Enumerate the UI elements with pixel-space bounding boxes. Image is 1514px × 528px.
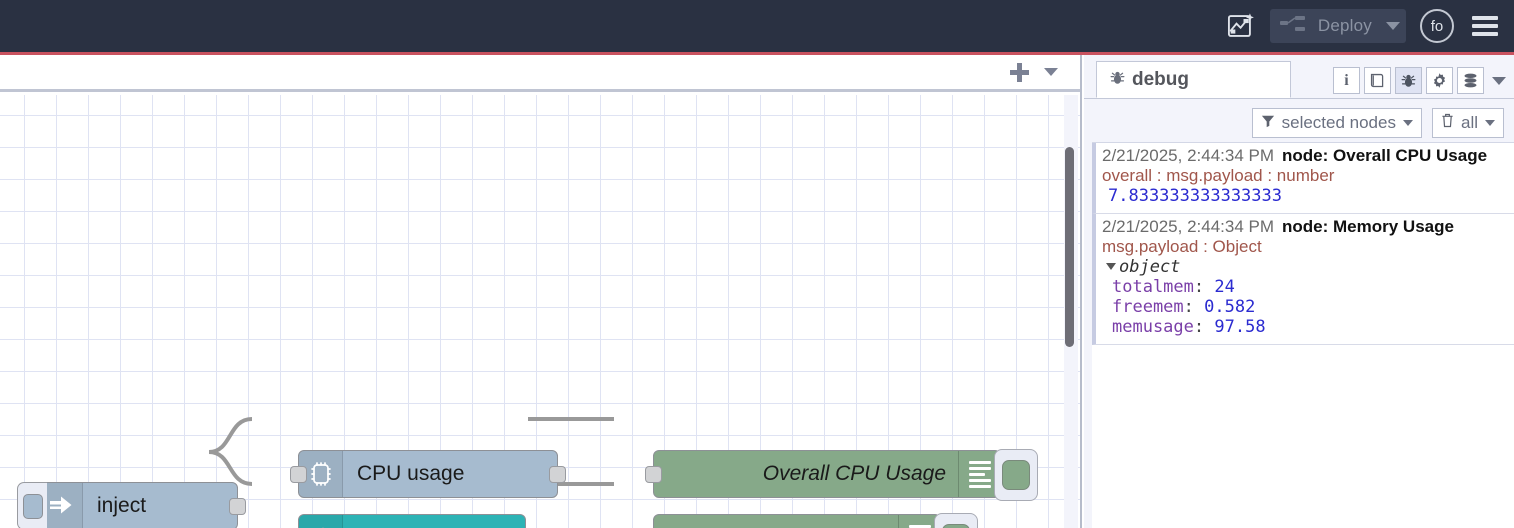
info-icon[interactable]: i — [1333, 67, 1360, 94]
add-flow-tab-button[interactable] — [1002, 59, 1036, 85]
node-inject[interactable]: inject — [17, 482, 246, 528]
debug-object-row: freemem: 0.582 — [1112, 297, 1256, 317]
context-data-icon[interactable] — [1457, 67, 1484, 94]
canvas-scrollbar-thumb[interactable] — [1065, 147, 1074, 347]
avatar[interactable]: fo — [1420, 9, 1454, 43]
debug-object-expander[interactable]: object — [1102, 257, 1514, 277]
node-debug-mem-toggle-button[interactable] — [934, 513, 978, 528]
funnel-icon — [1261, 113, 1275, 133]
debug-message-header: 2/21/2025, 2:44:34 PM node: Memory Usage — [1102, 217, 1514, 237]
canvas-vertical-scrollbar[interactable] — [1064, 95, 1078, 528]
node-debug-cpu-toggle-button[interactable] — [994, 449, 1038, 501]
node-cpu-input-port[interactable] — [290, 466, 307, 483]
chevron-down-icon — [1044, 68, 1058, 76]
header-accent-line — [0, 52, 1514, 55]
settings-gear-icon[interactable] — [1426, 67, 1453, 94]
debug-bug-icon[interactable] — [1395, 67, 1422, 94]
debug-message[interactable]: 2/21/2025, 2:44:34 PM node: Overall CPU U… — [1092, 143, 1514, 214]
top-header-bar: Deploy fo — [0, 0, 1514, 52]
debug-lines-icon — [898, 515, 940, 528]
debug-object-value: 24 — [1214, 277, 1235, 297]
debug-filter-row: selected nodes all — [1084, 103, 1514, 143]
node-debug-mem-label: Memory Usage — [654, 526, 898, 528]
chevron-down-icon — [1485, 120, 1495, 126]
tab-debug-label: debug — [1132, 68, 1189, 90]
debug-clear-label: all — [1460, 113, 1478, 132]
debug-lines-icon — [958, 451, 1000, 497]
hamburger-menu-icon[interactable] — [1472, 12, 1498, 40]
node-inject-label: inject — [97, 494, 147, 517]
flow-tab-bar — [0, 55, 1080, 92]
menu-bar — [1472, 24, 1498, 28]
bug-icon — [1109, 69, 1126, 91]
debug-filter-button[interactable]: selected nodes — [1251, 108, 1422, 138]
deploy-button[interactable]: Deploy — [1269, 9, 1406, 43]
help-book-icon[interactable] — [1364, 67, 1391, 94]
node-cpu-output-port[interactable] — [549, 466, 566, 483]
debug-object-value: 0.582 — [1204, 297, 1256, 317]
debug-message-topic: overall : msg.payload : number — [1102, 166, 1335, 185]
node-cpu-usage[interactable]: CPU usage — [290, 450, 566, 498]
node-inject-output-port[interactable] — [229, 498, 246, 515]
debug-message-topic: msg.payload : Object — [1102, 237, 1262, 256]
debug-message-list[interactable]: 2/21/2025, 2:44:34 PM node: Overall CPU U… — [1092, 142, 1514, 528]
node-debug-cpu-toggle-state — [1002, 460, 1030, 490]
debug-message-time: 2/21/2025, 2:44:34 PM — [1102, 217, 1275, 236]
deploy-icon — [1279, 15, 1306, 38]
sidebar-tools-chevron-down-icon[interactable] — [1488, 76, 1510, 85]
chevron-down-icon — [1402, 120, 1413, 126]
server-tower-icon — [299, 515, 343, 528]
debug-object-key: totalmem — [1112, 277, 1194, 297]
sidebar-tool-buttons: i — [1333, 67, 1510, 94]
cpu-chip-icon — [299, 451, 343, 497]
debug-object-key: freemem — [1112, 297, 1184, 317]
node-debug-cpu-label: Overall CPU Usage — [762, 462, 946, 485]
trash-icon — [1441, 113, 1454, 133]
node-memory-label: Memory — [343, 526, 525, 528]
tab-debug[interactable]: debug — [1096, 61, 1291, 98]
node-debug-mem-toggle-state — [942, 524, 970, 528]
debug-message-node: node: Overall CPU Usage — [1282, 146, 1488, 165]
node-cpu-usage-label: CPU usage — [357, 462, 465, 485]
flow-sparkle-icon[interactable] — [1220, 9, 1260, 43]
avatar-initials: fo — [1430, 17, 1444, 35]
triangle-down-icon — [1106, 263, 1116, 270]
deploy-label: Deploy — [1317, 16, 1372, 35]
flow-canvas[interactable]: inject CPU usage — [0, 95, 1080, 528]
debug-message-header: 2/21/2025, 2:44:34 PM node: Overall CPU U… — [1102, 146, 1514, 166]
chevron-down-icon — [1492, 76, 1506, 85]
sidebar-panel: debug i — [1084, 55, 1514, 528]
debug-object-row: memusage: 97.58 — [1112, 317, 1266, 337]
deploy-chevron-down-icon[interactable] — [1386, 22, 1400, 30]
debug-object-label: object — [1119, 257, 1181, 277]
plus-icon — [1016, 62, 1022, 82]
debug-message-node: node: Memory Usage — [1282, 217, 1454, 236]
node-debug-overall-cpu-usage[interactable]: Overall CPU Usage — [645, 449, 1038, 501]
debug-clear-button[interactable]: all — [1431, 108, 1504, 138]
inject-trigger-button[interactable] — [17, 482, 47, 528]
node-debug-cpu-input-port[interactable] — [645, 466, 662, 483]
debug-message-time: 2/21/2025, 2:44:34 PM — [1102, 146, 1275, 165]
node-debug-memory-usage[interactable]: Memory Usage — [653, 513, 978, 528]
debug-filter-label: selected nodes — [1281, 113, 1396, 132]
node-memory[interactable]: Memory — [298, 514, 526, 528]
menu-bar — [1472, 16, 1498, 20]
inject-trigger-inner — [22, 493, 43, 519]
debug-object-row: totalmem: 24 — [1112, 277, 1235, 297]
flow-tab-menu-button[interactable] — [1036, 59, 1066, 85]
debug-message-value: 7.833333333333333 — [1108, 186, 1282, 206]
debug-object-key: memusage — [1112, 317, 1194, 337]
menu-bar — [1472, 32, 1498, 36]
sidebar-tab-strip: debug i — [1084, 59, 1514, 99]
debug-object-value: 97.58 — [1214, 317, 1266, 337]
flow-workspace: inject CPU usage — [0, 55, 1082, 528]
